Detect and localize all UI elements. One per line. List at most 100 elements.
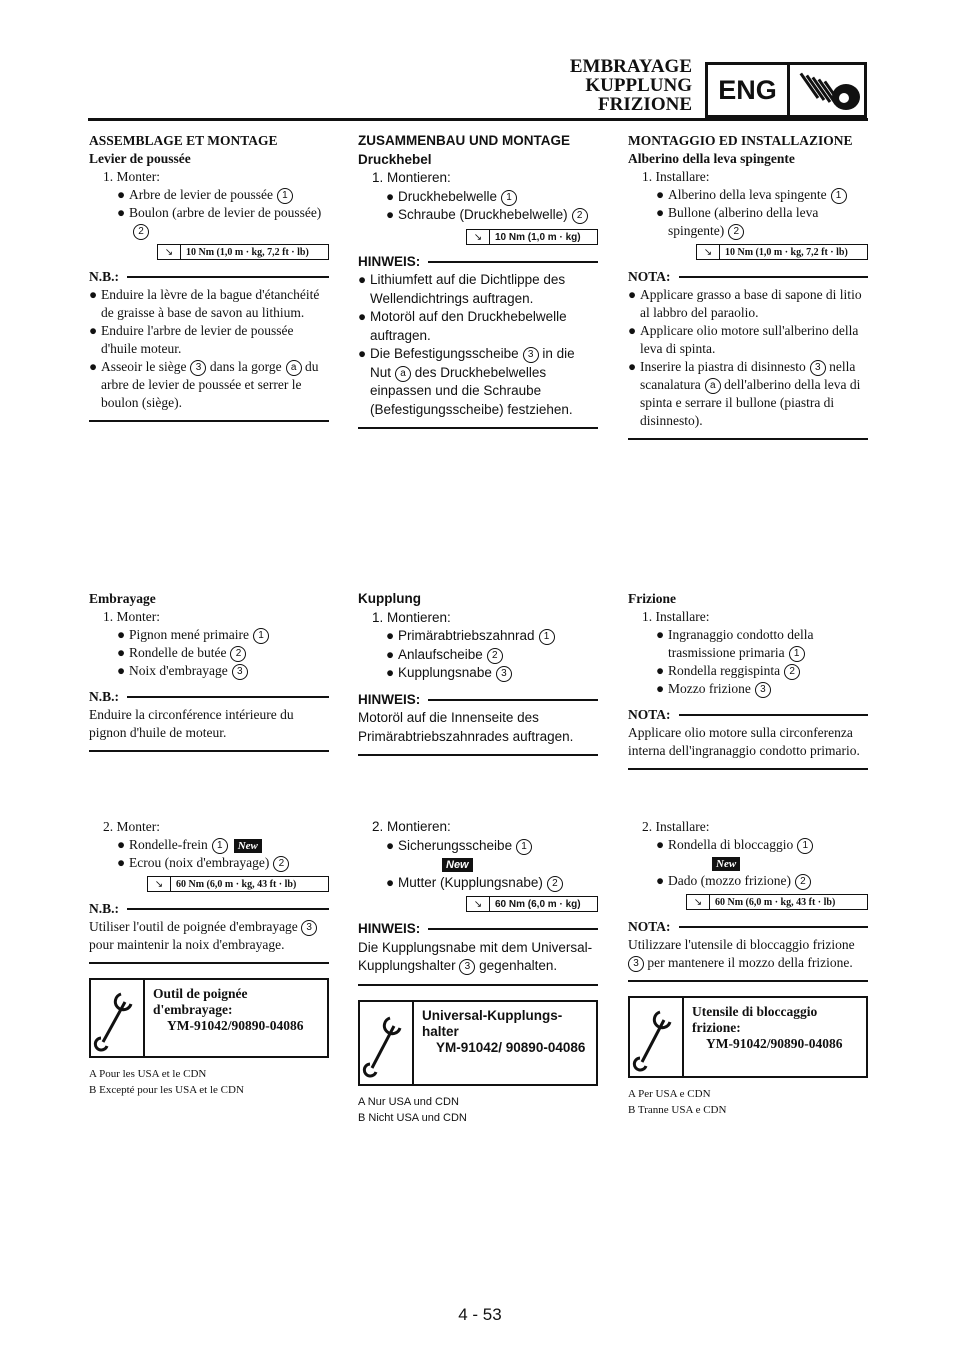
new-part-badge: New [712, 857, 741, 871]
it-torque-spec: ↘60 Nm (6,0 m · kg, 43 ft · lb) [686, 894, 868, 910]
it-step: 1. Installare: [642, 169, 710, 184]
header-rule [88, 118, 868, 121]
it-item: New [628, 854, 868, 872]
fr-note-item: ●Enduire la lèvre de la bague d'étanchéi… [89, 287, 320, 320]
it-section-push-lever: MONTAGGIO ED INSTALLAZIONE Alberino dell… [628, 132, 868, 440]
fr-step: 1. Monter: [103, 609, 160, 624]
it-section-subtitle: Alberino della leva spingente [628, 151, 795, 166]
de-section-title: Kupplung [358, 591, 421, 606]
de-step: 1. Montieren: [372, 609, 451, 625]
de-note-item: ●Lithiumfett auf die Dichtlippe des Well… [358, 272, 566, 306]
it-section-clutch: Frizione 1. Installare: ●Ingranaggio con… [628, 590, 868, 770]
fr-section-clutch: Embrayage 1. Monter: ●Pignon mené primai… [89, 590, 329, 752]
fr-note-end-rule [89, 420, 329, 422]
fr-tool-code: YM-91042/90890-04086 [167, 1018, 304, 1033]
it-note-end-rule [628, 438, 868, 440]
it-item: ●Ingranaggio condotto della trasmissione… [656, 627, 814, 662]
fr-item: ●Ecrou (noix d'embrayage)2 [89, 854, 329, 872]
de-section-subtitle: Druckhebel [358, 151, 432, 167]
header-title-de: KUPPLUNG [585, 75, 692, 96]
fr-section-title: Embrayage [89, 591, 156, 606]
tool-icon [91, 980, 145, 1056]
it-note-heading: NOTA: [628, 268, 868, 286]
fr-torque-spec: ↘60 Nm (6,0 m · kg, 43 ft · lb) [147, 876, 329, 892]
tool-icon [630, 998, 684, 1076]
de-torque-spec: ↘10 Nm (1,0 m · kg) [466, 228, 598, 245]
wrench-icon: ↘ [467, 897, 490, 911]
it-item: ●Bullone (alberino della leva spingente)… [656, 205, 819, 240]
it-note-item: ●Applicare olio motore sull'alberino del… [628, 323, 859, 356]
de-note-heading: HINWEIS: [358, 253, 598, 272]
it-tool-code: YM-91042/90890-04086 [706, 1036, 843, 1051]
header-title-it: FRIZIONE [598, 94, 692, 115]
it-note-end-rule [628, 768, 868, 770]
de-section-title: ZUSAMMENBAU UND MONTAGE [358, 133, 570, 148]
wrench-icon: ↘ [148, 877, 171, 891]
fr-note-text: Utiliser l'outil de poignée d'embrayage … [89, 918, 329, 954]
it-section-title: MONTAGGIO ED INSTALLAZIONE [628, 133, 853, 148]
it-footnotes: A Per USA e CDN B Tranne USA e CDN [628, 1088, 727, 1116]
wrench-icon: ↘ [687, 895, 710, 909]
de-item: ●Mutter (Kupplungsnabe)2 [358, 874, 598, 893]
it-note-item: ●Applicare grasso a base di sapone di li… [628, 287, 862, 320]
de-note-item: ●Motoröl auf den Druckhebelwelle auftrag… [358, 309, 567, 343]
it-note-end-rule [628, 980, 868, 982]
it-torque-spec: ↘10 Nm (1,0 m · kg, 7,2 ft · lb) [696, 244, 868, 260]
de-tool-code: YM-91042/ 90890-04086 [436, 1039, 586, 1055]
fr-special-tool-box: Outil de poignée d'embrayage:YM-91042/90… [89, 978, 329, 1058]
it-special-tool-box: Utensile di bloccaggio frizione:YM-91042… [628, 996, 868, 1078]
de-item: ●Schraube (Druckhebelwelle)2 [358, 206, 598, 225]
it-tool-name: Utensile di bloccaggio frizione: [692, 1004, 818, 1035]
page-number: 4 - 53 [458, 1305, 502, 1324]
it-note-text: Utilizzare l'utensile di bloccaggio friz… [628, 937, 855, 972]
fr-note-item: ●Enduire l'arbre de levier de poussée d'… [89, 323, 294, 356]
tool-icon [360, 1001, 414, 1084]
wrench-icon: ↘ [158, 245, 181, 259]
fr-step: 1. Monter: [103, 169, 160, 184]
fr-torque-spec: ↘10 Nm (1,0 m · kg, 7,2 ft · lb) [157, 244, 329, 260]
wrench-icon: ↘ [467, 229, 490, 244]
fr-note-heading: N.B.: [89, 688, 329, 706]
fr-section-title: ASSEMBLAGE ET MONTAGE [89, 133, 278, 148]
de-item: New [358, 855, 598, 874]
de-section-clutch: Kupplung 1. Montieren: ●Primärabtriebsza… [358, 590, 598, 756]
fr-note-text: Enduire la circonférence intérieure du p… [89, 707, 294, 740]
fr-note-heading: N.B.: [89, 268, 329, 286]
fr-step: 2. Monter: [103, 819, 160, 834]
de-note-end-rule [358, 754, 598, 756]
it-section-title: Frizione [628, 591, 676, 606]
it-item: ●Dado (mozzo frizione)2 [628, 872, 868, 890]
it-step: 2. Installare: [642, 819, 710, 834]
de-note-heading: HINWEIS: [358, 691, 598, 710]
de-note-heading: HINWEIS: [358, 920, 598, 939]
clutch-icon [790, 65, 864, 115]
fr-tool-name: Outil de poignée d'embrayage: [153, 986, 248, 1017]
it-note-heading: NOTA: [628, 918, 868, 936]
de-step: 2. Montieren: [372, 819, 451, 834]
de-section-push-lever: ZUSAMMENBAU UND MONTAGE Druckhebel 1. Mo… [358, 132, 598, 429]
fr-note-heading: N.B.: [89, 900, 329, 918]
eng-section-badge: ENG [705, 62, 867, 118]
wrench-icon: ↘ [697, 245, 720, 259]
de-note-end-rule [358, 983, 598, 986]
de-torque-spec: ↘60 Nm (6,0 m · kg) [466, 896, 598, 912]
de-step: 1. Montieren: [372, 170, 451, 185]
header-title-fr: EMBRAYAGE [569, 56, 692, 77]
